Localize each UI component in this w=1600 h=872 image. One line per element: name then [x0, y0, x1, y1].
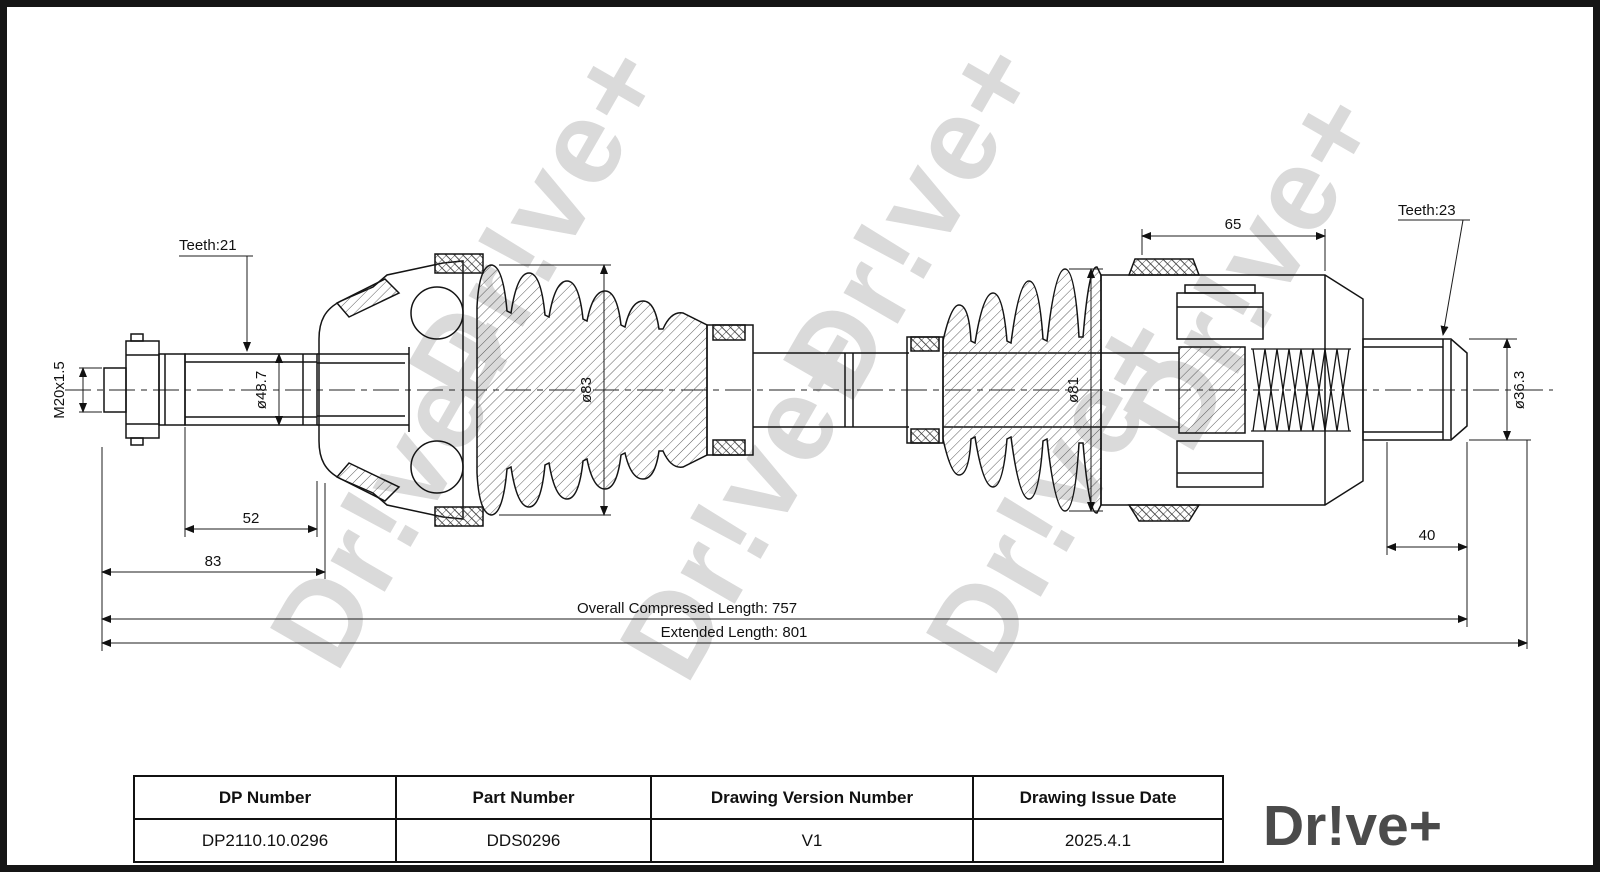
right-boot-clamp-collar — [906, 336, 944, 444]
spline-shaft-left — [184, 353, 318, 426]
title-block: DP Number Part Number Drawing Version Nu… — [133, 775, 1224, 863]
spline-diameter-label: ø48.7 — [253, 371, 270, 409]
left-boot-clamp-collar — [706, 324, 754, 456]
brand-logo: Dr!ve+ — [1263, 794, 1443, 858]
inner-joint-housing — [1100, 258, 1364, 522]
tripod-roller-bottom — [1176, 440, 1264, 488]
dimension-labels: M20x1.5 Teeth:21 ø48.7 52 83 ø83 ø81 65 … — [51, 202, 1528, 641]
thread-spec-label: M20x1.5 — [51, 361, 68, 419]
housing-length-dim: 65 — [1225, 216, 1242, 233]
cv-ball-bottom — [410, 440, 464, 494]
boot-clamp-band — [1127, 504, 1201, 522]
teeth-left-label: Teeth:21 — [179, 237, 237, 254]
drawing-issue-date-value: 2025.4.1 — [972, 818, 1224, 863]
extended-length-label: Extended Length: 801 — [661, 624, 808, 641]
boot-clamp-band — [1127, 258, 1201, 276]
drawing-issue-date-header: Drawing Issue Date — [972, 775, 1224, 820]
tripod-roller-top — [1176, 292, 1264, 340]
drawing-version-header: Drawing Version Number — [650, 775, 974, 820]
axle-technical-drawing: M20x1.5 Teeth:21 ø48.7 52 83 ø83 ø81 65 … — [51, 202, 1553, 651]
cv-ball-top — [410, 286, 464, 340]
teeth-right-label: Teeth:23 — [1398, 202, 1456, 219]
coil-spring — [1251, 348, 1351, 432]
dp-number-header: DP Number — [133, 775, 397, 820]
inner-stub-shaft — [1362, 338, 1468, 441]
outer-stub-thread-and-nut — [103, 333, 186, 446]
right-boot-diameter-label: ø81 — [1065, 377, 1082, 403]
stub-length-dim: 83 — [205, 553, 222, 570]
overall-compressed-length-label: Overall Compressed Length: 757 — [577, 600, 797, 617]
drawing-version-value: V1 — [650, 818, 974, 863]
right-stub-diameter-label: ø36.3 — [1511, 371, 1528, 409]
title-block-header-row: DP Number Part Number Drawing Version Nu… — [133, 775, 1224, 820]
title-block-value-row: DP2110.10.0296 DDS0296 V1 2025.4.1 — [133, 818, 1224, 863]
dimension-lines — [79, 219, 1531, 651]
left-boot-diameter-label: ø83 — [578, 377, 595, 403]
right-stub-length-dim: 40 — [1419, 527, 1436, 544]
dp-number-value: DP2110.10.0296 — [133, 818, 397, 863]
part-number-value: DDS0296 — [395, 818, 652, 863]
part-number-header: Part Number — [395, 775, 652, 820]
outer-cv-joint-housing — [317, 253, 484, 527]
boot-clamp-band — [434, 253, 484, 274]
tripod-hub — [1178, 346, 1246, 434]
spline-length-dim: 52 — [243, 510, 260, 527]
boot-clamp-band — [434, 506, 484, 527]
